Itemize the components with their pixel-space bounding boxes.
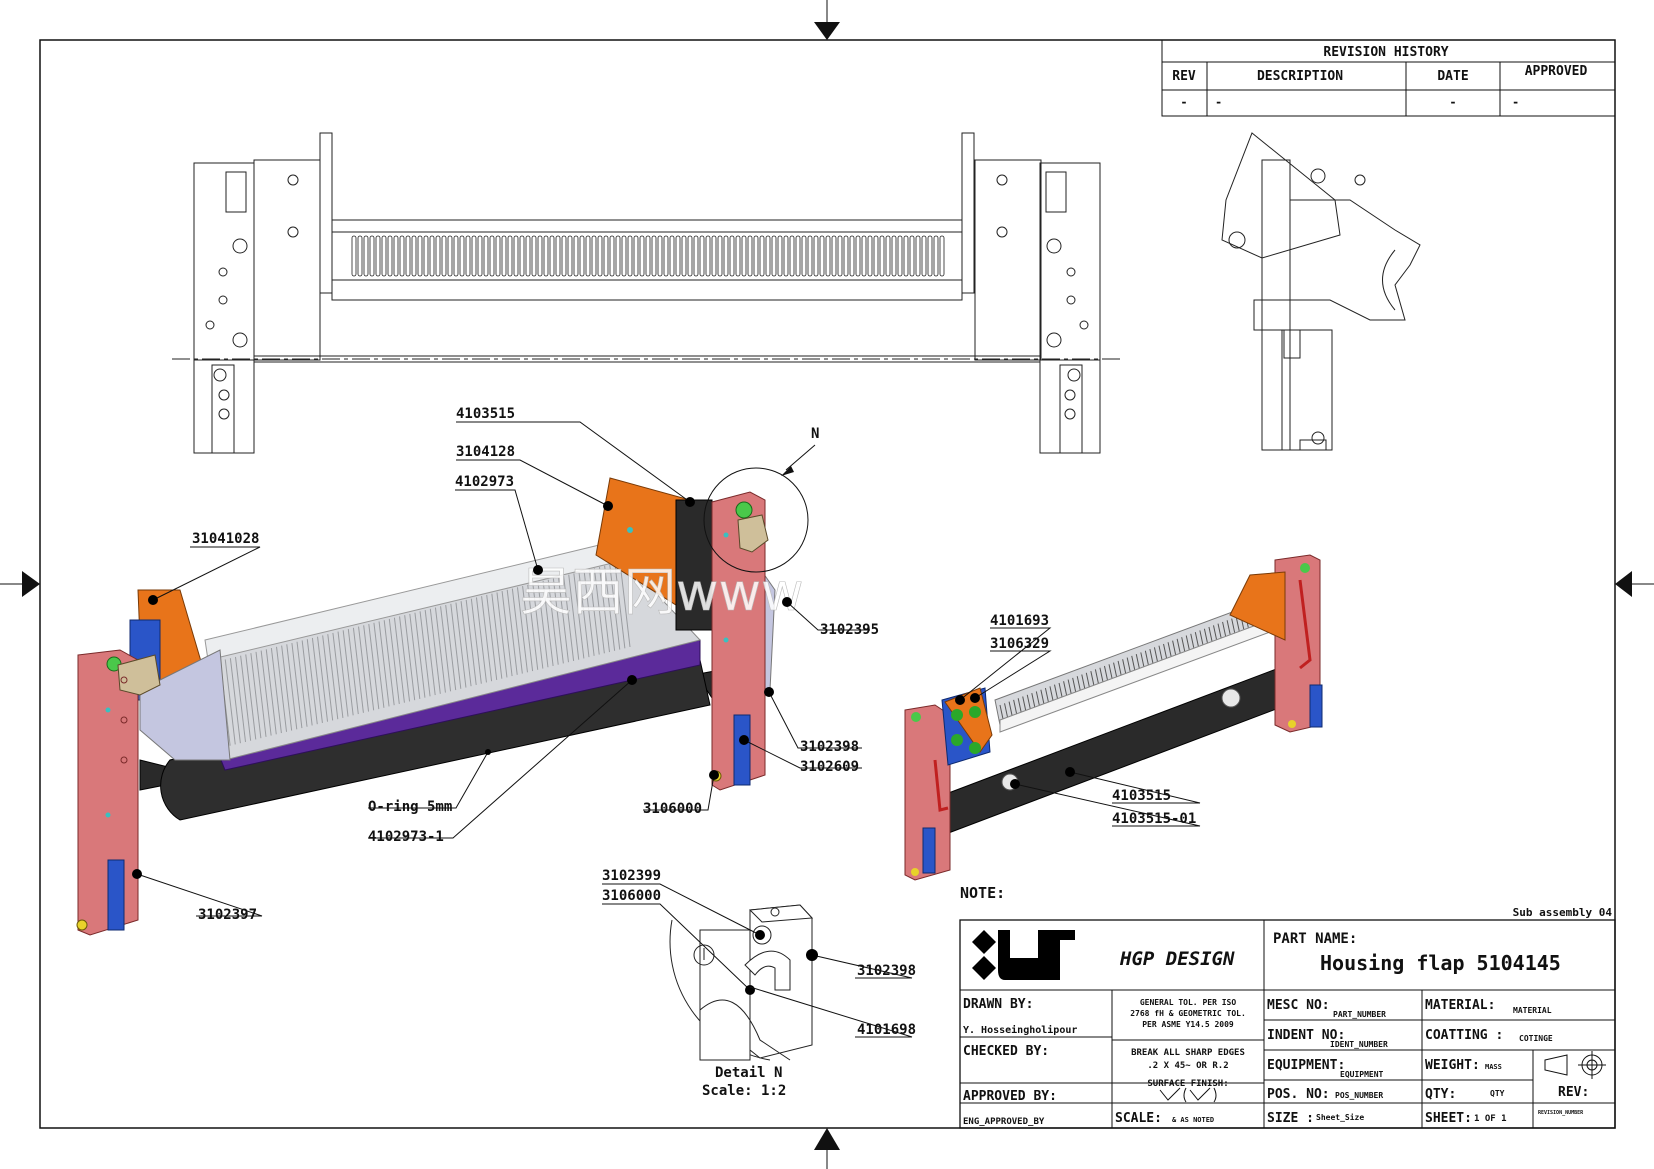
front-view xyxy=(172,132,1120,454)
equipment-label: EQUIPMENT: xyxy=(1267,1058,1345,1073)
callout-iso-4103515: 4103515 xyxy=(1112,788,1171,804)
callout-3102397: 3102397 xyxy=(198,907,257,923)
size-value: Sheet_Size xyxy=(1316,1112,1364,1122)
date-cell: - xyxy=(1449,95,1456,109)
tolerance-line-1: GENERAL TOL. PER ISO xyxy=(1140,998,1237,1007)
note-label: NOTE: xyxy=(960,884,1005,902)
indent-label: INDENT NO: xyxy=(1267,1028,1345,1043)
rev-cell: - xyxy=(1180,95,1187,109)
detail-scale: Scale: 1:2 xyxy=(702,1083,786,1099)
rev-value: REVISION_NUMBER xyxy=(1538,1110,1584,1116)
callout-4101693: 4101693 xyxy=(990,613,1049,629)
tolerance-line-2: 2768 fH & GEOMETRIC TOL. xyxy=(1130,1009,1246,1018)
comb-teeth xyxy=(351,235,945,277)
sheet-value: 1 OF 1 xyxy=(1474,1114,1507,1124)
part-name-label: PART NAME: xyxy=(1273,931,1357,947)
approved-header: APPROVED xyxy=(1525,64,1588,79)
coatting-value: COTINGE xyxy=(1519,1034,1553,1043)
callout-3102609: 3102609 xyxy=(800,759,859,775)
callout-labels: 4103515 3104128 4102973 31041028 3102395… xyxy=(192,406,1196,1099)
surface-finish-symbol xyxy=(1159,1087,1217,1103)
projection-symbol-icon xyxy=(1544,1051,1606,1079)
edges-line-2: .2 X 45~ OR R.2 xyxy=(1147,1061,1228,1071)
weight-label: WEIGHT: xyxy=(1425,1058,1480,1073)
description-cell: - xyxy=(1215,95,1222,109)
callout-3104128: 3104128 xyxy=(456,444,515,460)
drawn-by-label: DRAWN BY: xyxy=(963,997,1033,1012)
date-header: DATE xyxy=(1437,69,1468,84)
company-name: HGP DESIGN xyxy=(1119,948,1235,970)
callout-o-ring: O-ring 5mm xyxy=(368,799,452,815)
material-value: MATERIAL xyxy=(1513,1006,1552,1015)
pos-label: POS. NO: xyxy=(1267,1087,1330,1102)
rev-label: REV: xyxy=(1558,1085,1589,1100)
sheet-label: SHEET: xyxy=(1425,1111,1472,1126)
callout-detail-3106000: 3106000 xyxy=(602,888,661,904)
surface-finish-label: SURFACE FINISH: xyxy=(1147,1079,1228,1089)
pos-value: POS_NUMBER xyxy=(1335,1091,1383,1100)
part-name-value: Housing flap 5104145 xyxy=(1320,951,1561,975)
mesc-value: PART_NUMBER xyxy=(1333,1010,1386,1019)
description-header: DESCRIPTION xyxy=(1257,69,1343,84)
callout-4102973-1: 4102973-1 xyxy=(368,829,444,845)
sub-assembly-label: Sub assembly 04 xyxy=(1513,906,1613,919)
size-label: SIZE : xyxy=(1267,1111,1314,1126)
scale-label: SCALE: xyxy=(1115,1111,1162,1126)
drawn-by-value: Y. Hosseingholipour xyxy=(963,1024,1077,1036)
callout-3102398: 3102398 xyxy=(800,739,859,755)
approved-by-value: ENG_APPROVED_BY xyxy=(963,1117,1045,1127)
callout-detail-4101698: 4101698 xyxy=(857,1022,916,1038)
detail-n-view xyxy=(669,904,814,1061)
callout-4103515: 4103515 xyxy=(456,406,515,422)
callout-detail-3102399: 3102399 xyxy=(602,868,661,884)
approved-by-label: APPROVED BY: xyxy=(963,1089,1057,1104)
isometric-view xyxy=(904,554,1323,881)
callout-31041028: 31041028 xyxy=(192,531,259,547)
mesc-label: MESC NO: xyxy=(1267,998,1330,1013)
equipment-value: EQUIPMENT xyxy=(1340,1070,1384,1079)
rev-header: REV xyxy=(1172,69,1196,84)
detail-title: Detail N xyxy=(715,1065,782,1081)
side-view xyxy=(1221,132,1421,451)
material-label: MATERIAL: xyxy=(1425,998,1495,1013)
scale-value: & AS NOTED xyxy=(1172,1116,1214,1124)
coatting-label: COATTING : xyxy=(1425,1028,1503,1043)
checked-by-label: CHECKED BY: xyxy=(963,1044,1049,1059)
detail-marker-n: N xyxy=(811,426,819,442)
revision-history-title: REVISION HISTORY xyxy=(1323,45,1448,60)
callout-4102973: 4102973 xyxy=(455,474,514,490)
callout-detail-3102398: 3102398 xyxy=(857,963,916,979)
edges-line-1: BREAK ALL SHARP EDGES xyxy=(1131,1048,1245,1058)
watermark: 昊西网www xyxy=(520,563,804,623)
qty-label: QTY: xyxy=(1425,1087,1456,1102)
leader-lines xyxy=(132,421,1201,1038)
hgp-logo xyxy=(972,930,1075,980)
callout-3102395: 3102395 xyxy=(820,622,879,638)
main-3d-view xyxy=(76,467,809,936)
callout-3106000: 3106000 xyxy=(643,801,702,817)
qty-value: QTY xyxy=(1490,1089,1505,1098)
callout-4103515-01: 4103515-01 xyxy=(1112,811,1196,827)
weight-value: MASS xyxy=(1485,1063,1502,1071)
callout-3106329: 3106329 xyxy=(990,636,1049,652)
revision-history-table: REVISION HISTORY REV DESCRIPTION DATE AP… xyxy=(1161,39,1616,117)
tolerance-line-3: PER ASME Y14.5 2009 xyxy=(1142,1020,1234,1029)
approved-cell: - xyxy=(1512,95,1519,109)
title-block: HGP DESIGN PART NAME: Housing flap 51041… xyxy=(959,919,1616,1129)
indent-value: IDENT_NUMBER xyxy=(1330,1040,1388,1049)
